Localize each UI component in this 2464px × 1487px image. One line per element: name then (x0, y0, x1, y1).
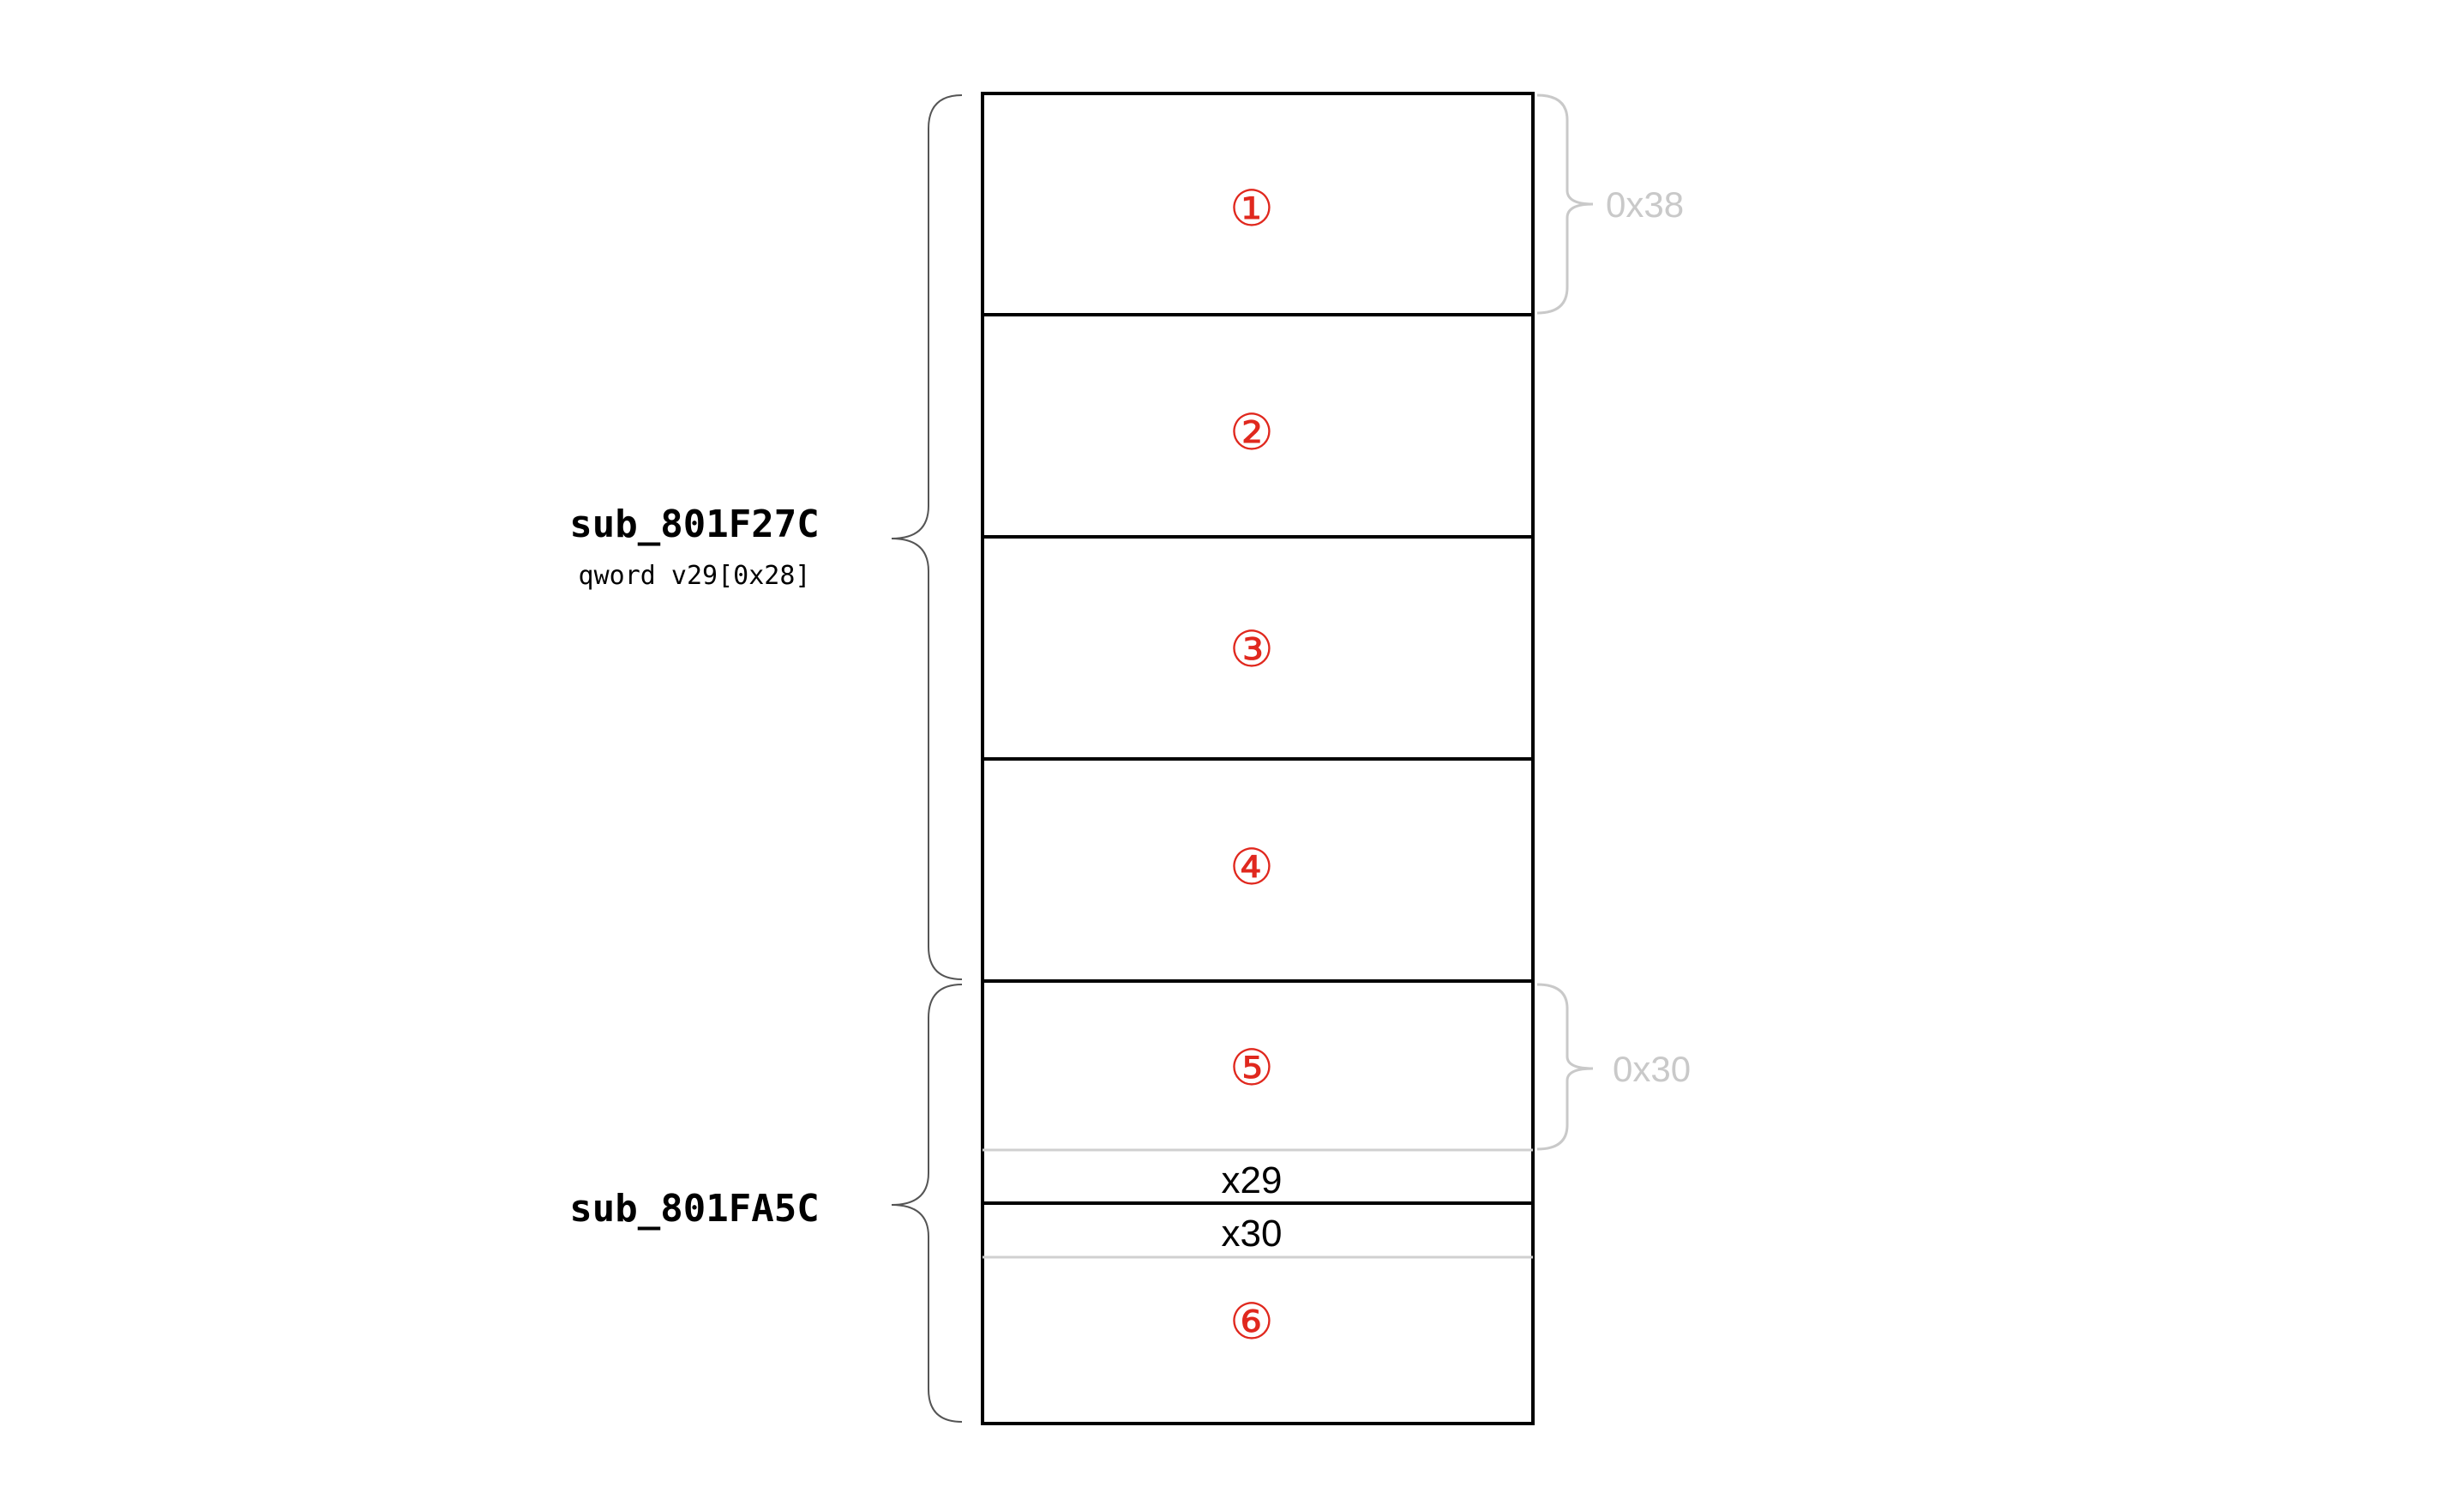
brace-size-0x38 (1536, 93, 1594, 315)
register-x30-label: x30 (1221, 1213, 1283, 1255)
brace-size-0x30 (1536, 983, 1594, 1151)
function-detail-sub-801f27c: qword v29[0x28] (578, 561, 811, 591)
cell-6-label: ⑥ (1229, 1292, 1274, 1351)
cell-3-label: ③ (1229, 620, 1274, 678)
size-label-0x38: 0x38 (1606, 184, 1685, 225)
function-name-sub-801f27c: sub_801F27C (569, 503, 820, 546)
register-x29-label: x29 (1221, 1159, 1283, 1201)
function-name-sub-801fa5c: sub_801FA5C (569, 1187, 820, 1231)
cell-2-label: ② (1229, 403, 1274, 461)
brace-sub-801f27c (891, 94, 963, 980)
size-label-0x30: 0x30 (1613, 1049, 1692, 1089)
cell-1-label: ① (1229, 179, 1274, 238)
brace-sub-801fa5c (891, 984, 963, 1423)
cell-4-label: ④ (1229, 838, 1274, 896)
cell-5-label: ⑤ (1229, 1038, 1274, 1097)
